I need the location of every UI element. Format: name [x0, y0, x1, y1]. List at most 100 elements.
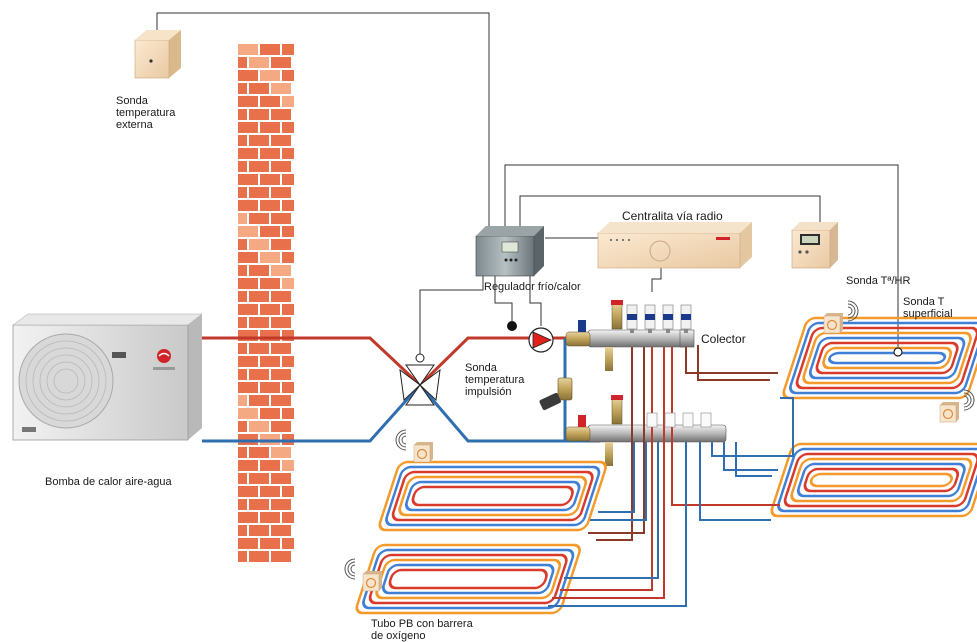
brick [249, 499, 269, 510]
label-line: de oxígeno [371, 630, 473, 642]
brick [282, 486, 294, 497]
brick [238, 96, 258, 107]
brick [249, 213, 269, 224]
label-line: temperatura [116, 107, 175, 119]
three-way-valve-icon [400, 354, 440, 405]
brick [282, 252, 294, 263]
underfloor-loop [355, 545, 582, 613]
brick [282, 408, 294, 419]
brick [238, 408, 258, 419]
brick [238, 317, 247, 328]
brick [260, 408, 280, 419]
cold-heat-regulator [476, 226, 544, 276]
brick [260, 304, 280, 315]
pump-icon [529, 328, 553, 352]
brick [249, 395, 269, 406]
heat-pump-unit [13, 314, 202, 440]
brick [282, 460, 294, 471]
room-thermostat-icon [363, 571, 382, 591]
brick [282, 44, 294, 55]
supply-temp-sensor [507, 321, 517, 331]
brick [238, 70, 258, 81]
brick [238, 421, 247, 432]
brick [282, 174, 294, 185]
brick [238, 187, 247, 198]
brick [238, 356, 258, 367]
brick [260, 512, 280, 523]
brick [271, 291, 291, 302]
brick [238, 122, 258, 133]
label-line: Tubo PB con barrera [371, 618, 473, 630]
outdoor-sensor-box [135, 30, 181, 78]
underfloor-loops [355, 318, 977, 613]
temp-humidity-sensor [792, 222, 838, 268]
brick [249, 551, 269, 562]
brick [260, 538, 280, 549]
brick [238, 512, 258, 523]
brick [271, 317, 291, 328]
brick [260, 252, 280, 263]
brick [271, 57, 291, 68]
brick [238, 252, 258, 263]
brick [260, 278, 280, 289]
brick [260, 226, 280, 237]
brick [271, 525, 291, 536]
brick [282, 122, 294, 133]
brick [282, 148, 294, 159]
label-line: impulsión [465, 386, 524, 398]
brick [282, 356, 294, 367]
brick [249, 317, 269, 328]
brick [260, 382, 280, 393]
brick [249, 525, 269, 536]
brick [249, 239, 269, 250]
brick [238, 473, 247, 484]
brick [238, 395, 247, 406]
label-colector: Colector [701, 333, 746, 345]
brick [238, 486, 258, 497]
label-sonda-impulsion: Sonda temperatura impulsión [465, 362, 524, 398]
underfloor-loop [378, 462, 608, 530]
brick [249, 343, 269, 354]
brick [271, 551, 291, 562]
brick [238, 499, 247, 510]
brick [260, 122, 280, 133]
surface-temp-sensor [894, 348, 902, 356]
brick [271, 395, 291, 406]
brick [249, 447, 269, 458]
brick [238, 83, 247, 94]
return-valve-head [647, 413, 657, 427]
brick [249, 291, 269, 302]
brick [238, 278, 258, 289]
label-tubo: Tubo PB con barrera de oxígeno [371, 618, 473, 642]
radio-control-unit [598, 222, 752, 268]
brick [271, 187, 291, 198]
brick [260, 70, 280, 81]
brick [249, 83, 269, 94]
thermal-actuators [627, 305, 691, 333]
loop-connection-pipes [548, 345, 793, 606]
brick [238, 226, 258, 237]
brick [238, 460, 258, 471]
brick [271, 83, 291, 94]
brick [271, 343, 291, 354]
brick [238, 174, 258, 185]
brick [249, 135, 269, 146]
brick [238, 239, 247, 250]
label-bomba: Bomba de calor aire-agua [45, 476, 172, 488]
brick [238, 343, 247, 354]
brick [282, 70, 294, 81]
label-sonda-externa: Sonda temperatura externa [116, 95, 175, 131]
brick [238, 447, 247, 458]
brick [282, 304, 294, 315]
label-centralita: Centralita vía radio [622, 210, 723, 222]
brick [249, 421, 269, 432]
brick [260, 486, 280, 497]
brick [249, 161, 269, 172]
brick [249, 265, 269, 276]
brick [271, 213, 291, 224]
brick [238, 44, 258, 55]
return-valve-head [701, 413, 711, 427]
brick [238, 291, 247, 302]
brick [271, 499, 291, 510]
brick [282, 200, 294, 211]
